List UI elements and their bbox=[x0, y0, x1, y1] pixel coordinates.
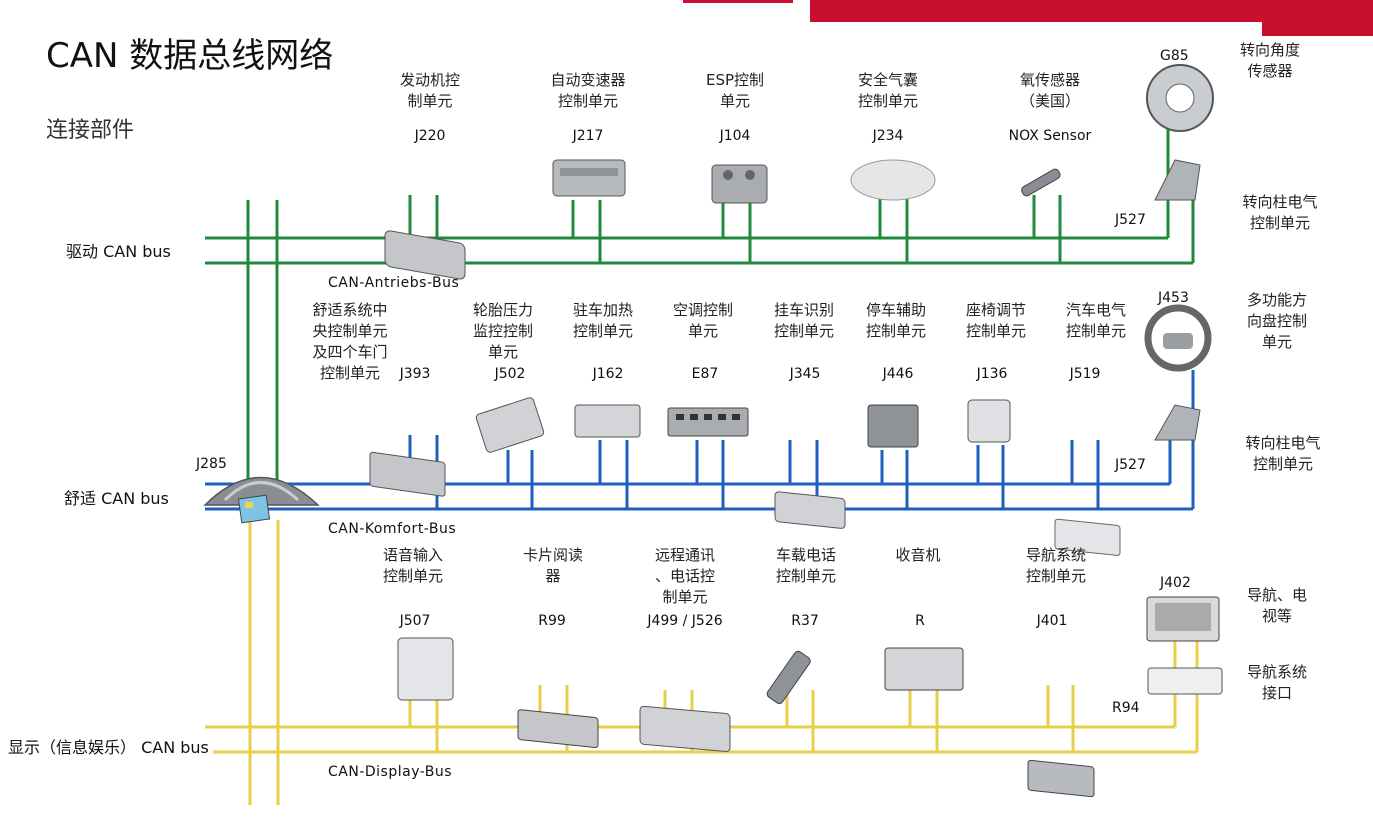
comfort-unit-label: 空调控制 单元 bbox=[672, 301, 733, 340]
steering-column-unit-icon bbox=[1154, 159, 1201, 201]
comfort-bus-wires bbox=[205, 370, 1195, 511]
display-unit-code: R99 bbox=[538, 613, 566, 629]
drive-j527-label: 转向柱电气 控制单元 bbox=[1242, 193, 1318, 232]
j402-label: 导航、电 视等 bbox=[1246, 586, 1307, 625]
drive-bus-name: CAN-Antriebs-Bus bbox=[328, 275, 460, 291]
drive-unit-code: NOX Sensor bbox=[1008, 128, 1092, 144]
drive-unit-label: 发动机控 制单元 bbox=[399, 71, 460, 110]
display-unit-label: 语音输入 控制单元 bbox=[382, 546, 443, 585]
comfort-unit-code: J446 bbox=[882, 366, 914, 382]
j402-code: J402 bbox=[1160, 575, 1191, 591]
display-bus-label: 显示（信息娱乐） CAN bus bbox=[4, 732, 213, 760]
drive-unit-code: J104 bbox=[719, 128, 751, 144]
display-unit-code: R bbox=[915, 613, 925, 629]
comfort-unit-code: J502 bbox=[494, 366, 526, 382]
navigation-interface-icon bbox=[1147, 667, 1223, 695]
page-subtitle: 连接部件 bbox=[46, 118, 135, 143]
comfort-unit-label: 汽车电气 控制单元 bbox=[1065, 301, 1126, 340]
transmission-control-unit-icon bbox=[552, 159, 626, 197]
g85-code: G85 bbox=[1160, 48, 1189, 64]
comfort-unit-code: J162 bbox=[592, 366, 624, 382]
g85-label: 转向角度 传感器 bbox=[1239, 41, 1300, 80]
display-unit-code: J507 bbox=[399, 613, 431, 629]
navigation-display-icon bbox=[1146, 596, 1220, 642]
drive-devices bbox=[384, 64, 1214, 280]
gateway-code: J285 bbox=[196, 456, 227, 472]
engine-control-unit-icon bbox=[384, 230, 466, 280]
drive-unit-label: 自动变速器 控制单元 bbox=[550, 71, 626, 110]
display-unit-code: R37 bbox=[791, 613, 819, 629]
comfort-unit-label: 轮胎压力 监控控制 单元 bbox=[472, 301, 533, 361]
comfort-unit-label: 座椅调节 控制单元 bbox=[965, 301, 1026, 340]
display-devices bbox=[397, 596, 1223, 798]
comfort-unit-code: J136 bbox=[976, 366, 1008, 382]
gateway-instrument-cluster-icon bbox=[203, 476, 320, 524]
drive-j527-code: J527 bbox=[1115, 212, 1146, 228]
display-unit-code: J499 / J526 bbox=[647, 613, 723, 629]
display-unit-label: 卡片阅读 器 bbox=[522, 546, 583, 585]
comfort-devices bbox=[369, 304, 1212, 556]
drive-unit-code: J220 bbox=[414, 128, 446, 144]
display-bus-name: CAN-Display-Bus bbox=[328, 764, 453, 780]
drive-unit-label: 安全气囊 控制单元 bbox=[857, 71, 918, 110]
j453-label: 多功能方 向盘控制 单元 bbox=[1246, 291, 1307, 351]
steering-angle-sensor-icon bbox=[1146, 64, 1214, 132]
display-unit-label: 导航系统 控制单元 bbox=[1025, 546, 1086, 585]
display-unit-label: 收音机 bbox=[895, 546, 941, 564]
drive-unit-label: ESP控制 单元 bbox=[705, 71, 765, 110]
nox-sensor-icon bbox=[1021, 168, 1061, 197]
comfort-unit-code: J519 bbox=[1069, 366, 1101, 382]
r94-label: 导航系统 接口 bbox=[1246, 663, 1307, 702]
drive-bus-label: 驱动 CAN bus bbox=[62, 236, 175, 264]
comfort-unit-label: 停车辅助 控制单元 bbox=[865, 301, 926, 340]
airbag-control-unit-icon bbox=[850, 159, 936, 201]
drive-bus-wires bbox=[205, 128, 1195, 485]
comfort-unit-label: 舒适系统中 央控制单元 及四个车门 控制单元 bbox=[312, 301, 388, 382]
drive-unit-label: 氧传感器 （美国） bbox=[1019, 71, 1080, 110]
header-accent-bar-small bbox=[683, 0, 793, 3]
comfort-unit-label: 挂车识别 控制单元 bbox=[773, 301, 834, 340]
comfort-j527-code: J527 bbox=[1115, 457, 1146, 473]
header-accent-bar-large bbox=[810, 0, 1373, 22]
esp-control-unit-icon bbox=[711, 164, 768, 204]
comfort-unit-code: E87 bbox=[691, 366, 719, 382]
display-unit-label: 车载电话 控制单元 bbox=[775, 546, 836, 585]
multifunction-steering-wheel-icon bbox=[1144, 304, 1212, 372]
display-unit-label: 远程通讯 、电话控 制单元 bbox=[654, 546, 715, 606]
j453-code: J453 bbox=[1158, 290, 1189, 306]
comfort-j527-label: 转向柱电气 控制单元 bbox=[1245, 434, 1321, 473]
drive-unit-code: J234 bbox=[872, 128, 904, 144]
comfort-unit-code: J345 bbox=[789, 366, 821, 382]
comfort-unit-code: J393 bbox=[399, 366, 431, 382]
comfort-bus-name: CAN-Komfort-Bus bbox=[328, 521, 457, 537]
r94-code: R94 bbox=[1112, 700, 1140, 716]
header-accent-bar-tail bbox=[1262, 0, 1373, 36]
display-unit-code: J401 bbox=[1036, 613, 1068, 629]
comfort-bus-label: 舒适 CAN bus bbox=[60, 483, 173, 511]
comfort-unit-label: 驻车加热 控制单元 bbox=[572, 301, 633, 340]
drive-unit-code: J217 bbox=[572, 128, 604, 144]
page-title: CAN 数据总线网络 bbox=[46, 36, 334, 76]
